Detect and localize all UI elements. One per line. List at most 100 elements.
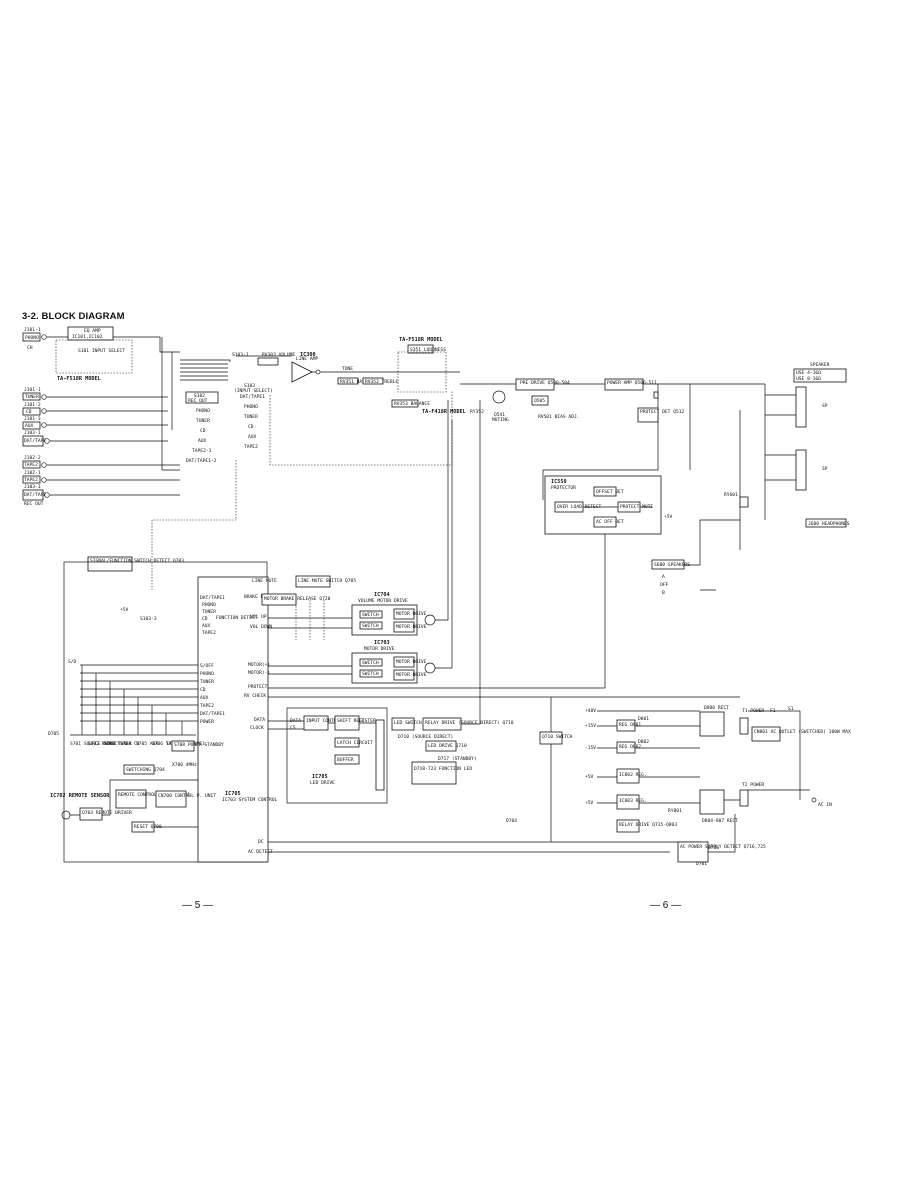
- phono-input-section: J101-1 PHONO CH EQ AMP IC101,IC102 S101 …: [22, 326, 180, 382]
- svg-text:D801: D801: [638, 716, 649, 722]
- svg-text:PRE DRIVE Q500-504: PRE DRIVE Q500-504: [520, 380, 570, 386]
- svg-text:D802: D802: [638, 739, 649, 745]
- svg-text:SPEAKER: SPEAKER: [810, 362, 830, 368]
- svg-text:BUFFER: BUFFER: [337, 757, 354, 763]
- svg-text:REG Q802: REG Q802: [619, 744, 641, 750]
- svg-text:S705 AUX: S705 AUX: [136, 741, 158, 747]
- svg-text:+48V: +48V: [585, 708, 596, 714]
- svg-text:IC705: IC705: [312, 774, 328, 780]
- svg-text:DAT/TAPE1: DAT/TAPE1: [200, 595, 225, 601]
- svg-text:CLOCK: CLOCK: [250, 725, 264, 731]
- phono-jack-icon: [41, 334, 47, 340]
- svg-text:J103-1: J103-1: [24, 430, 41, 436]
- svg-text:SWITCH: SWITCH: [362, 660, 379, 666]
- svg-text:PHONO: PHONO: [202, 602, 216, 608]
- tape-out-jack-icon: [41, 477, 47, 483]
- cd-jack-label: CD: [26, 409, 32, 415]
- svg-text:FUNCTION DETECT: FUNCTION DETECT: [216, 615, 258, 621]
- system-control-ic: [197, 576, 269, 863]
- svg-text:RESET Q700: RESET Q700: [134, 824, 162, 830]
- svg-text:+15V: +15V: [585, 723, 596, 729]
- svg-text:S600 SPEAKERS: S600 SPEAKERS: [654, 562, 690, 568]
- remote-sensor-icon: [61, 810, 71, 820]
- key-matrix: S/D S/OFF PHONO TUNER CD AUX TAPE2 DAT/T…: [48, 659, 225, 752]
- svg-text:RELAY DRIVE (SOURCE DIRECT) Q7: RELAY DRIVE (SOURCE DIRECT) Q710: [425, 720, 514, 726]
- svg-text:D704: D704: [506, 818, 517, 824]
- svg-text:J101-2: J101-2: [24, 402, 41, 408]
- svg-text:RV352 TREBLE: RV352 TREBLE: [365, 379, 398, 385]
- svg-text:MOTOR DRIVE: MOTOR DRIVE: [396, 611, 427, 617]
- phono-switch-label: S101 INPUT SELECT: [78, 348, 125, 354]
- svg-text:CN801 AC OUTLET (SWITCHED) 100: CN801 AC OUTLET (SWITCHED) 100W MAX: [754, 729, 851, 735]
- muting-transistor: [492, 390, 506, 404]
- svg-text:OFFSET DET: OFFSET DET: [596, 489, 624, 495]
- svg-text:RV501 BIAS ADJ.: RV501 BIAS ADJ.: [538, 414, 580, 420]
- svg-text:S103-3: S103-3: [140, 616, 157, 622]
- svg-text:LINE AMP: LINE AMP: [296, 356, 318, 362]
- svg-text:J101-3: J101-3: [24, 416, 41, 422]
- svg-text:IC705: IC705: [225, 791, 241, 797]
- transformer-t2: [739, 789, 749, 807]
- svg-text:MUTING: MUTING: [492, 417, 509, 423]
- svg-text:X700 4MHz: X700 4MHz: [172, 762, 197, 768]
- svg-text:MOTOR DRIVE: MOTOR DRIVE: [364, 646, 395, 652]
- svg-text:VOL UP: VOL UP: [250, 614, 267, 620]
- protector-block: IC550 PROTECTOR OFFSET DET OVER LOAD DET…: [544, 475, 673, 535]
- svg-text:RV353 BALANCE: RV353 BALANCE: [394, 401, 430, 407]
- svg-text:RV303 VOLUME: RV303 VOLUME: [262, 352, 295, 358]
- bridge-rect-1: [699, 711, 725, 737]
- amplifier-chain: RY352 Q541 MUTING PRE DRIVE Q500-504 Q50…: [460, 378, 765, 500]
- svg-text:LATCH CIRCUIT: LATCH CIRCUIT: [337, 740, 373, 746]
- svg-text:S/D: S/D: [68, 659, 77, 665]
- ac-in-icon: [811, 797, 817, 803]
- svg-text:TAPE2: TAPE2: [24, 477, 38, 483]
- svg-text:Q710 SWITCH: Q710 SWITCH: [542, 734, 573, 740]
- summing-node: [315, 369, 321, 375]
- phono-ch-label: CH: [27, 345, 33, 351]
- svg-text:J600 HEADPHONES: J600 HEADPHONES: [808, 521, 850, 527]
- svg-text:S351 LOUDNESS: S351 LOUDNESS: [410, 347, 446, 353]
- svg-text:TUNER: TUNER: [196, 418, 210, 424]
- svg-text:CD: CD: [200, 687, 206, 693]
- page-number-left: — 5 —: [182, 900, 214, 911]
- svg-text:CD: CD: [202, 616, 208, 622]
- svg-text:Q541: Q541: [494, 412, 505, 418]
- svg-text:TUNER: TUNER: [202, 609, 216, 615]
- svg-text:J103-1: J103-1: [24, 484, 41, 490]
- svg-text:PROTECT DET Q512: PROTECT DET Q512: [640, 409, 684, 415]
- svg-text:POWER: POWER: [200, 719, 214, 725]
- svg-text:J102-1: J102-1: [24, 470, 41, 476]
- phono-jack-box: [22, 332, 41, 342]
- svg-text:D800 RECT: D800 RECT: [704, 705, 729, 711]
- bridge-rect-2: [699, 789, 725, 815]
- svg-text:AUX: AUX: [202, 623, 211, 629]
- line-amp-triangle: [291, 361, 313, 383]
- motor-icon: [424, 662, 436, 674]
- f518r-model-label: TA-F518R MODEL: [57, 376, 101, 382]
- svg-text:D804-807 RECT: D804-807 RECT: [702, 818, 738, 824]
- svg-text:IC704: IC704: [374, 592, 390, 598]
- svg-text:USE 4-16Ω: USE 4-16Ω: [796, 370, 821, 376]
- tuner-jack-label: TUNER: [25, 394, 39, 400]
- phono-jack-label: PHONO: [25, 335, 39, 341]
- eq-amp-ic: IC101,IC102: [72, 334, 103, 340]
- svg-text:POWER AMP Q506-511: POWER AMP Q506-511: [607, 380, 657, 386]
- svg-text:SWITCH: SWITCH: [362, 671, 379, 677]
- svg-text:SWITCH: SWITCH: [362, 623, 379, 629]
- svg-text:RY601: RY601: [724, 492, 738, 498]
- svg-text:LINE MUTE SWITCH Q705: LINE MUTE SWITCH Q705: [298, 578, 356, 584]
- svg-text:SWITCH: SWITCH: [362, 612, 379, 618]
- svg-text:D705: D705: [48, 731, 59, 737]
- svg-text:RY352: RY352: [470, 409, 484, 415]
- tape2-jack-label: TAPE2: [24, 462, 38, 468]
- rec-out-label: REC OUT: [24, 501, 44, 507]
- svg-text:RV351 BASS: RV351 BASS: [340, 379, 368, 385]
- volume-motor-icon: [424, 614, 436, 626]
- tape2-jack-icon: [41, 462, 47, 468]
- speaker-outputs: SPEAKER USE 4-16Ω USE 8-16Ω SP SP J600 H…: [724, 362, 850, 550]
- remote-section: SWITCHING Q704 X700 4MHz IC702 REMOTE SE…: [50, 762, 216, 833]
- rec-selector-label: S102: [194, 393, 205, 399]
- svg-text:S1: S1: [788, 706, 794, 712]
- svg-text:J101-1: J101-1: [24, 387, 41, 393]
